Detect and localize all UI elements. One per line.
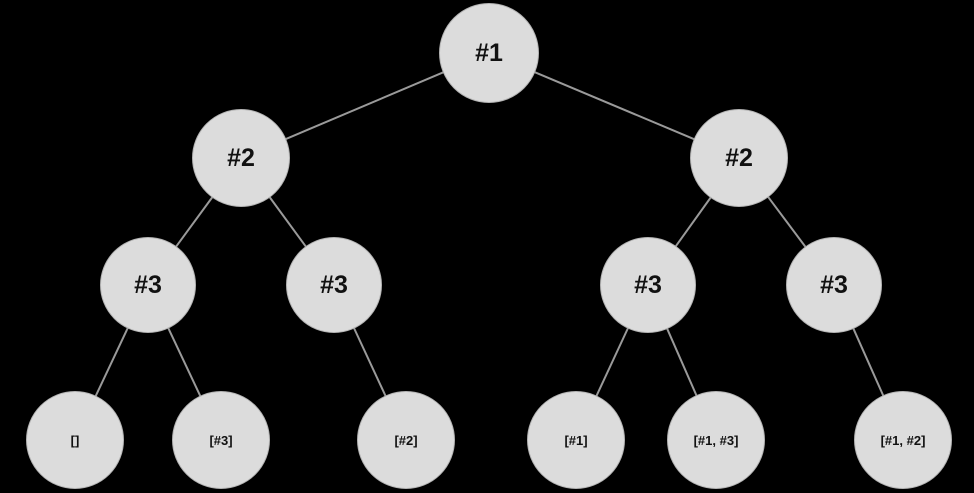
tree-node-n1[interactable]: #1	[439, 3, 539, 103]
tree-node-n11[interactable]: [#1]	[527, 391, 625, 489]
tree-node-label: #3	[320, 270, 348, 299]
tree-node-n12[interactable]: [#1, #3]	[667, 391, 765, 489]
tree-edge	[268, 196, 308, 248]
tree-node-n6[interactable]: #3	[600, 237, 696, 333]
tree-edge	[284, 71, 445, 141]
tree-node-label: [#2]	[394, 432, 418, 448]
tree-node-label: [#1, #2]	[880, 432, 926, 448]
tree-edge	[174, 196, 214, 248]
tree-node-n7[interactable]: #3	[786, 237, 882, 333]
tree-node-label: #3	[820, 270, 848, 299]
tree-node-n8[interactable]: []	[26, 391, 124, 489]
tree-node-label: #2	[725, 143, 753, 172]
tree-node-n10[interactable]: [#2]	[357, 391, 455, 489]
tree-node-n13[interactable]: [#1, #2]	[854, 391, 952, 489]
tree-node-label: #2	[227, 143, 255, 172]
tree-edge	[352, 327, 387, 397]
tree-node-label: #1	[475, 38, 503, 67]
tree-edge	[766, 195, 807, 248]
tree-node-label: #3	[134, 270, 162, 299]
tree-node-label: [#1]	[564, 432, 588, 448]
tree-edge	[852, 327, 885, 397]
tree-node-n3[interactable]: #2	[690, 109, 788, 207]
tree-node-label: [#3]	[209, 432, 233, 448]
tree-edge	[94, 327, 129, 398]
tree-edge	[665, 327, 698, 397]
tree-edge	[674, 196, 712, 248]
tree-node-n4[interactable]: #3	[100, 237, 196, 333]
tree-node-label: []	[70, 432, 80, 448]
tree-edge	[167, 327, 202, 398]
tree-node-n2[interactable]: #2	[192, 109, 290, 207]
tree-node-label: #3	[634, 270, 662, 299]
tree-node-n9[interactable]: [#3]	[172, 391, 270, 489]
tree-node-n5[interactable]: #3	[286, 237, 382, 333]
tree-edge	[595, 327, 630, 397]
tree-node-label: [#1, #3]	[693, 432, 739, 448]
tree-edge	[533, 71, 696, 141]
